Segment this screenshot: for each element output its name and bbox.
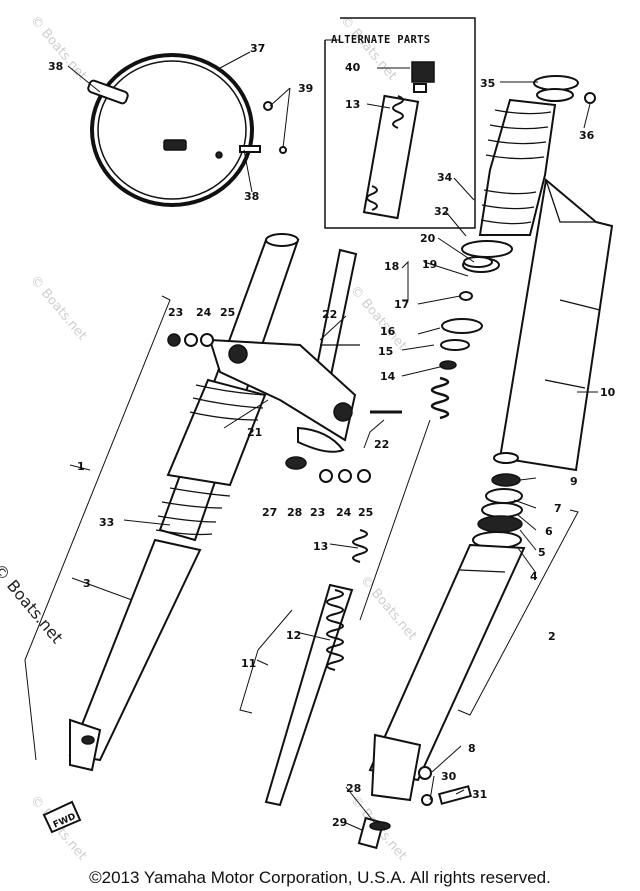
front-fork-exploded-diagram: © Boats.net © Boats.net © Boats.net © Bo… [24,13,616,863]
forward-arrow-icon: FWD [42,800,82,834]
triple-clamp-part [208,248,402,453]
watermark-text: © Boats.net [357,573,419,643]
callout-14: 14 [380,370,396,383]
callout-22-b: 22 [374,438,389,451]
callout-7: 7 [554,502,562,515]
callout-numbers: 1 2 3 4 5 6 7 8 9 10 11 12 40 13 13 14 1… [48,42,616,829]
callout-9: 9 [570,475,578,488]
callout-40: 40 [345,61,361,74]
inner-tube-part [493,178,614,472]
outer-tube-right-part [357,473,526,850]
alternate-parts-title: ALTERNATE PARTS [331,34,431,46]
callout-13-a: 13 [345,98,360,111]
callout-29: 29 [332,816,347,829]
callout-36: 36 [579,129,595,142]
callout-4: 4 [530,570,538,583]
callout-13-b: 13 [313,540,328,553]
callout-32: 32 [434,205,449,218]
fork-spring-part [359,256,493,621]
damper-rod-part [264,529,368,807]
callout-37: 37 [250,42,265,55]
outer-tube-left-part [68,233,300,772]
callout-17: 17 [394,298,409,311]
alternate-parts-box [324,17,476,229]
callout-27: 27 [262,506,277,519]
callout-23-b: 23 [310,506,325,519]
callout-33: 33 [99,516,114,529]
callout-23-a: 23 [168,306,183,319]
watermark-text: © Boats.net [27,273,89,343]
callout-2: 2 [548,630,556,643]
callout-3: 3 [83,577,91,590]
callout-10: 10 [600,386,616,399]
nuts-washers-part [167,333,371,483]
callout-11: 11 [241,657,256,670]
copyright-notice: ©2013 Yamaha Motor Corporation, U.S.A. A… [89,868,551,887]
callout-1: 1 [77,460,85,473]
callout-19: 19 [422,258,437,271]
callout-21: 21 [247,426,262,439]
callout-15: 15 [378,345,393,358]
callout-18: 18 [384,260,399,273]
callout-38-b: 38 [244,190,259,203]
callout-5: 5 [538,546,546,559]
callout-30: 30 [441,770,457,783]
watermark-text: © Boats.net [347,283,409,353]
callout-35: 35 [480,77,495,90]
callout-28-b: 28 [346,782,361,795]
callout-39: 39 [298,82,313,95]
callout-28-a: 28 [287,506,302,519]
callout-31: 31 [472,788,487,801]
callout-16: 16 [380,325,396,338]
callout-25-a: 25 [220,306,235,319]
callout-12: 12 [286,629,301,642]
callout-8-a: 8 [468,742,476,755]
callout-6: 6 [545,525,553,538]
callout-24-a: 24 [196,306,212,319]
callout-38-a: 38 [48,60,63,73]
callout-34: 34 [437,171,453,184]
callout-24-b: 24 [336,506,352,519]
callout-20: 20 [420,232,436,245]
cable-ring-part [87,53,287,207]
callout-22-a: 22 [322,308,337,321]
leader-lines [24,39,598,831]
callout-25-b: 25 [358,506,373,519]
